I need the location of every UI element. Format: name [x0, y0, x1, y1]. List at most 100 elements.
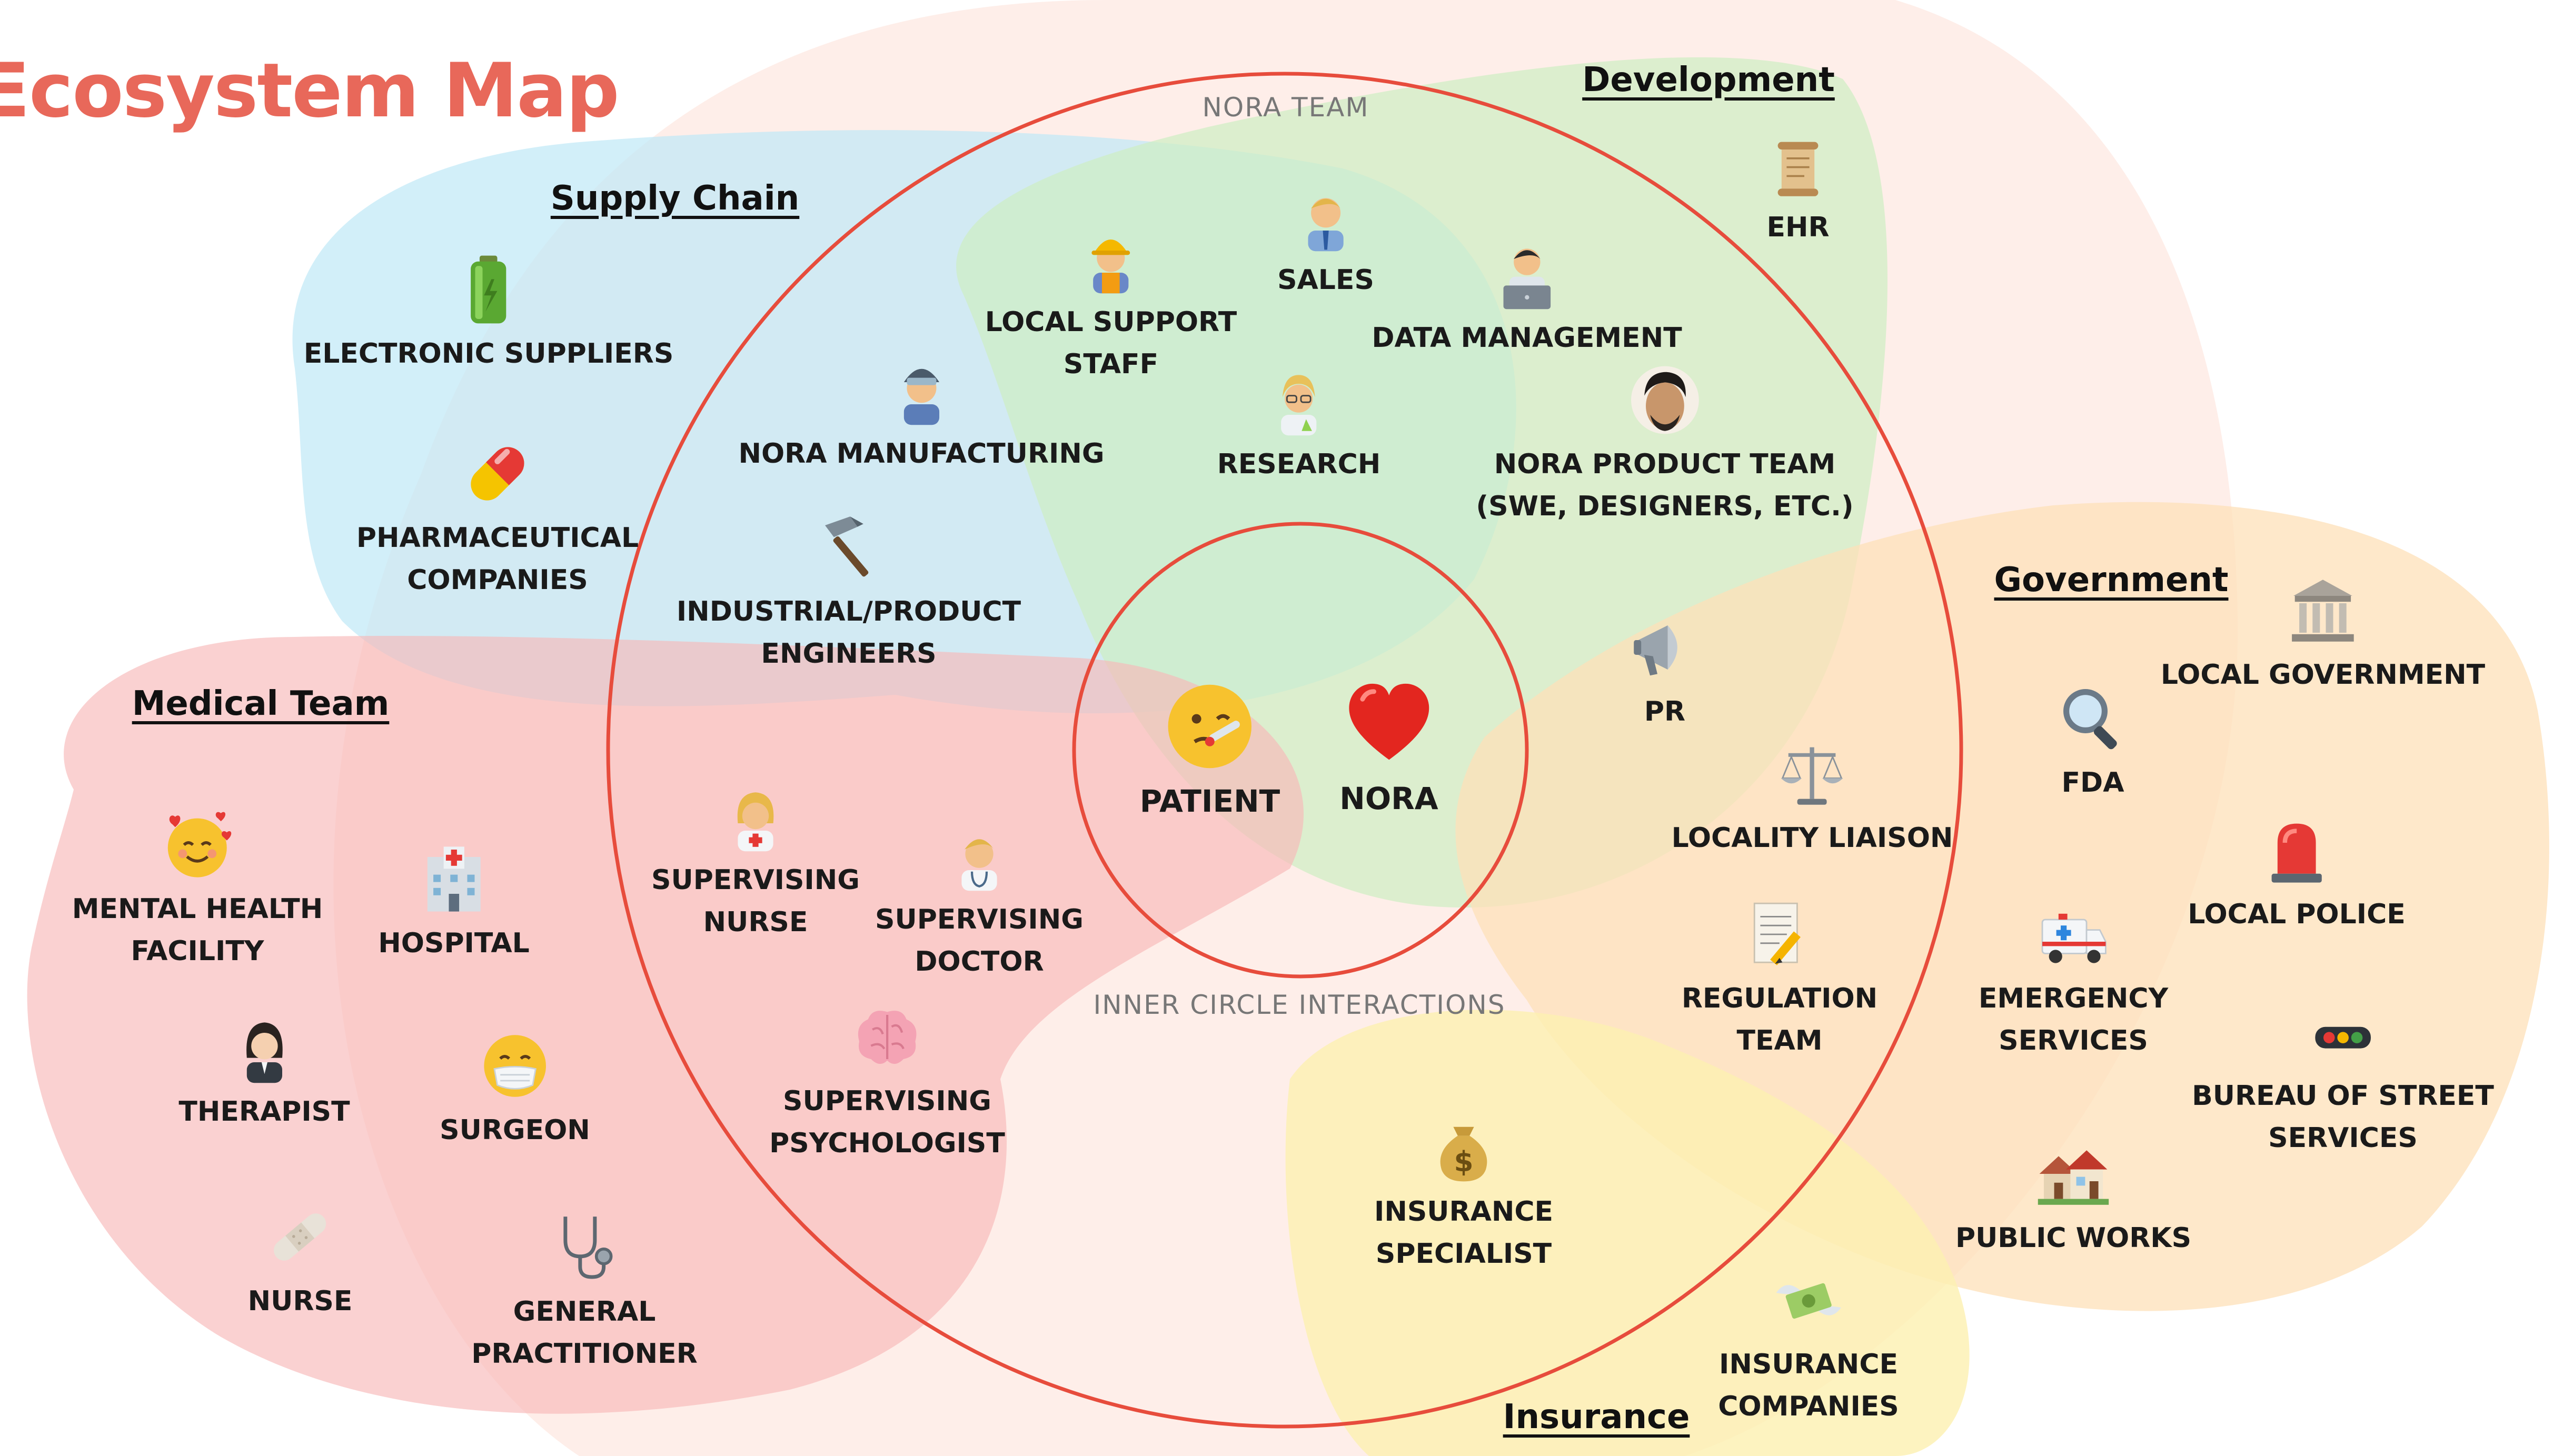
node-label-line: THERAPIST: [178, 1096, 350, 1128]
node-label-line: RESEARCH: [1217, 448, 1381, 480]
magnifying-glass-icon: [2063, 689, 2117, 750]
node-label: FDA: [2062, 762, 2124, 804]
node-local-support-staff: LOCAL SUPPORT STAFF: [985, 221, 1237, 385]
node-label-line: (SWE, DESIGNERS, ETC.): [1476, 491, 1854, 522]
node-label: REGULATION TEAM: [1682, 978, 1877, 1062]
scientist-icon: [1281, 375, 1317, 436]
traffic-light-icon: [2315, 1026, 2371, 1049]
node-label: INSURANCE COMPANIES: [1718, 1343, 1899, 1428]
stethoscope-icon: [563, 1216, 613, 1279]
node-label-line: INDUSTRIAL/PRODUCT: [676, 596, 1021, 627]
brain-icon: [858, 1011, 917, 1064]
node-patient: PATIENT: [1140, 679, 1280, 822]
node-label-line: SUPERVISING: [783, 1085, 991, 1117]
node-ehr: EHR: [1766, 137, 1830, 248]
node-label: PR: [1644, 691, 1685, 733]
node-regulation-team: REGULATION TEAM: [1682, 897, 1877, 1062]
houses-icon: [2038, 1150, 2109, 1205]
node-label: NURSE: [248, 1280, 353, 1322]
sick-face-icon: [1168, 684, 1252, 769]
node-label: PHARMACEUTICAL COMPANIES: [356, 517, 639, 601]
node-label-line: TEAM: [1736, 1025, 1823, 1056]
health-worker-man-icon: [961, 839, 997, 891]
node-label: GENERAL PRACTITIONER: [471, 1291, 697, 1375]
hammer-icon: [825, 516, 869, 577]
node-label-line: SUPERVISING: [651, 864, 860, 896]
node-label-line: PRACTITIONER: [471, 1338, 698, 1370]
money-with-wings-icon: [1776, 1283, 1841, 1319]
money-bag-icon: $: [1440, 1126, 1487, 1182]
node-public-works: PUBLIC WORKS: [1955, 1137, 2191, 1259]
node-fda: FDA: [2056, 682, 2130, 804]
node-label: NORA PRODUCT TEAM (SWE, DESIGNERS, ETC.): [1476, 443, 1853, 527]
ambulance-icon: [2041, 913, 2107, 963]
person-avatar-icon: [1631, 366, 1699, 434]
node-mental-health-facility: MENTAL HEALTH FACILITY: [72, 808, 323, 972]
factory-worker-icon: [903, 368, 939, 425]
classical-building-icon: [2292, 580, 2354, 642]
node-label-line: FACILITY: [131, 935, 264, 967]
node-label: SURGEON: [440, 1109, 590, 1151]
health-worker-woman-icon: [737, 792, 774, 852]
hospital-icon: [427, 846, 481, 912]
node-sales: SALES: [1277, 179, 1374, 301]
node-label-line: PATIENT: [1139, 783, 1280, 819]
node-label-line: SPECIALIST: [1375, 1238, 1552, 1270]
node-label-line: DOCTOR: [915, 946, 1044, 978]
technologist-icon: [1503, 248, 1551, 310]
node-label: ELECTRONIC SUPPLIERS: [304, 333, 674, 375]
node-label-line: NORA PRODUCT TEAM: [1494, 448, 1836, 480]
node-label: EHR: [1766, 206, 1829, 248]
group-heading-medical-team: Medical Team: [132, 684, 390, 723]
node-label-line: SALES: [1277, 264, 1374, 296]
node-pr: PR: [1628, 611, 1702, 733]
node-industrial-engineers: INDUSTRIAL/PRODUCT ENGINEERS: [677, 511, 1021, 675]
node-local-police: LOCAL POLICE: [2188, 813, 2406, 935]
node-label-line: NURSE: [247, 1285, 353, 1317]
node-label-line: HOSPITAL: [378, 928, 530, 959]
node-local-government: LOCAL GOVERNMENT: [2161, 574, 2485, 696]
nora-team-circle: [606, 72, 1963, 1429]
node-research: RESEARCH: [1217, 363, 1381, 485]
node-label-line: SERVICES: [2268, 1122, 2418, 1154]
node-label: INSURANCE SPECIALIST: [1374, 1191, 1553, 1275]
node-electronic-suppliers: ELECTRONIC SUPPLIERS: [304, 253, 674, 375]
node-insurance-specialist: $ INSURANCE SPECIALIST: [1374, 1111, 1553, 1275]
node-label-line: STAFF: [1063, 348, 1159, 380]
node-label: INDUSTRIAL/PRODUCT ENGINEERS: [677, 591, 1021, 675]
inner-circle: [1072, 522, 1529, 979]
node-bureau-street-services: BUREAU OF STREET SERVICES: [2192, 1005, 2494, 1159]
group-heading-government: Government: [1994, 561, 2229, 600]
heart-icon: [1349, 683, 1429, 760]
node-nurse: NURSE: [248, 1200, 353, 1322]
police-light-icon: [2271, 823, 2322, 883]
node-label-line: NORA: [1339, 781, 1438, 816]
node-emergency-services: EMERGENCY SERVICES: [1979, 897, 2168, 1062]
node-label-line: EMERGENCY: [1978, 983, 2169, 1014]
node-label-line: LOCAL POLICE: [2188, 899, 2406, 930]
node-label-line: REGULATION: [1681, 983, 1878, 1014]
inner-circle-caption: INNER CIRCLE INTERACTIONS: [1093, 990, 1506, 1020]
node-label: HOSPITAL: [378, 922, 529, 964]
node-label: DATA MANAGEMENT: [1372, 317, 1682, 359]
node-label: NORA: [1339, 777, 1438, 820]
nora-team-caption: NORA TEAM: [1202, 92, 1369, 123]
node-label: LOCAL POLICE: [2188, 893, 2406, 935]
node-label-line: INSURANCE: [1718, 1349, 1899, 1380]
page-title: Ecosystem Map: [0, 47, 620, 134]
battery-icon: [471, 255, 506, 324]
svg-text:$: $: [1454, 1145, 1473, 1178]
node-supervising-psychologist: SUPERVISING PSYCHOLOGIST: [769, 1000, 1005, 1164]
node-label: NORA MANUFACTURING: [738, 433, 1104, 475]
node-label-line: PSYCHOLOGIST: [769, 1128, 1005, 1159]
node-label: EMERGENCY SERVICES: [1979, 978, 2168, 1062]
node-label: SUPERVISING DOCTOR: [875, 899, 1084, 983]
scroll-icon: [1777, 142, 1819, 196]
node-label-line: FDA: [2061, 767, 2124, 799]
group-heading-supply-chain: Supply Chain: [550, 179, 800, 218]
node-label: THERAPIST: [178, 1091, 350, 1133]
node-label-line: MENTAL HEALTH: [72, 893, 323, 925]
node-label-line: ENGINEERS: [761, 638, 937, 670]
node-label: LOCAL GOVERNMENT: [2161, 654, 2485, 696]
